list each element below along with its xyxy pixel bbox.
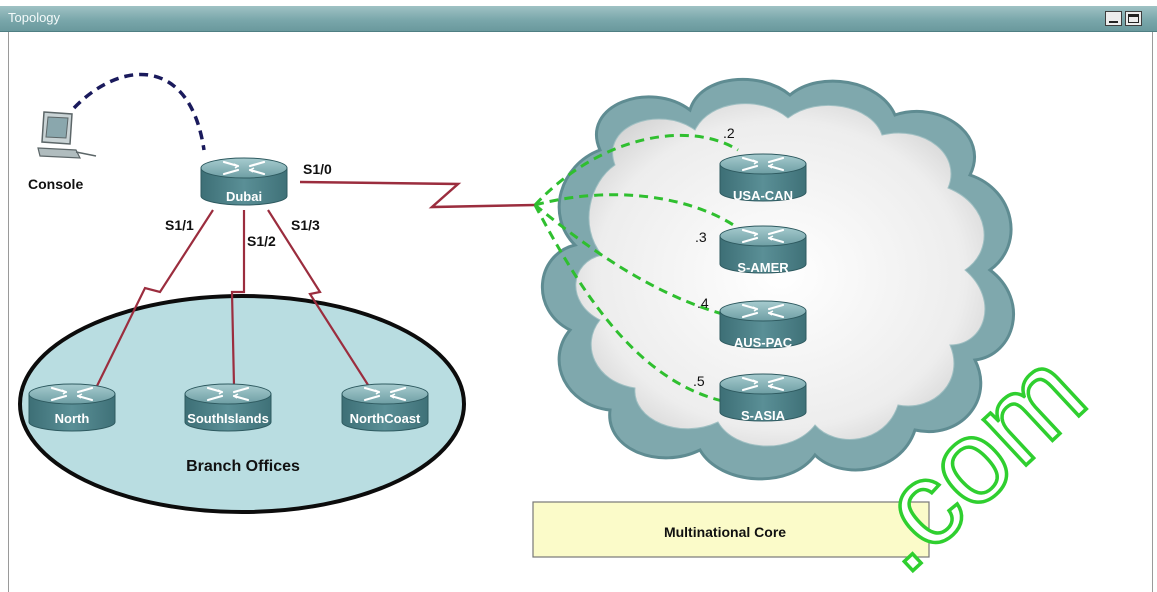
router-label-s-asia: S-ASIA	[741, 408, 786, 423]
router-label-s-amer: S-AMER	[737, 260, 789, 275]
pvc-s-amer	[534, 193, 739, 230]
computer-icon[interactable]	[37, 111, 97, 159]
serial-link-northcoast	[267, 209, 371, 389]
frame-relay-pvcs	[533, 133, 739, 406]
serial-link-core	[299, 180, 536, 209]
window-border-right	[1152, 32, 1153, 592]
console-label: Console	[28, 176, 83, 192]
router-label-dubai: Dubai	[226, 189, 262, 204]
router-label-southislands: SouthIslands	[187, 411, 269, 426]
maximize-icon[interactable]	[1125, 11, 1142, 26]
minimize-icon[interactable]	[1105, 11, 1122, 26]
core-cloud-icon	[541, 77, 1015, 481]
branch-offices-label: Branch Offices	[186, 458, 300, 475]
console-cable	[72, 72, 206, 151]
serial-link-southislands	[230, 210, 246, 387]
window-titlebar: Topology	[0, 6, 1157, 32]
core-label: Multinational Core	[664, 524, 786, 540]
router-label-northcoast: NorthCoast	[350, 411, 421, 426]
serial-link-north	[95, 209, 214, 389]
router-label-aus-pac: AUS-PAC	[734, 335, 793, 350]
address-s-amer: .3	[695, 229, 707, 245]
router-label-usa-can: USA-CAN	[733, 188, 793, 203]
branch-serial-links	[95, 209, 371, 389]
window-title: Topology	[8, 10, 61, 25]
interface-s1-3: S1/3	[291, 217, 320, 233]
pvc-s-asia	[533, 204, 739, 406]
interface-s1-2: S1/2	[247, 233, 276, 249]
pvc-usa-can	[533, 133, 739, 207]
router-label-north: North	[55, 411, 90, 426]
interface-s1-0: S1/0	[303, 161, 332, 177]
address-aus-pac: .4	[697, 295, 709, 311]
window-border-left	[8, 32, 9, 592]
address-usa-can: .2	[723, 125, 735, 141]
interface-s1-1: S1/1	[165, 217, 194, 233]
core-label-box	[532, 501, 930, 558]
address-s-asia: .5	[693, 373, 705, 389]
